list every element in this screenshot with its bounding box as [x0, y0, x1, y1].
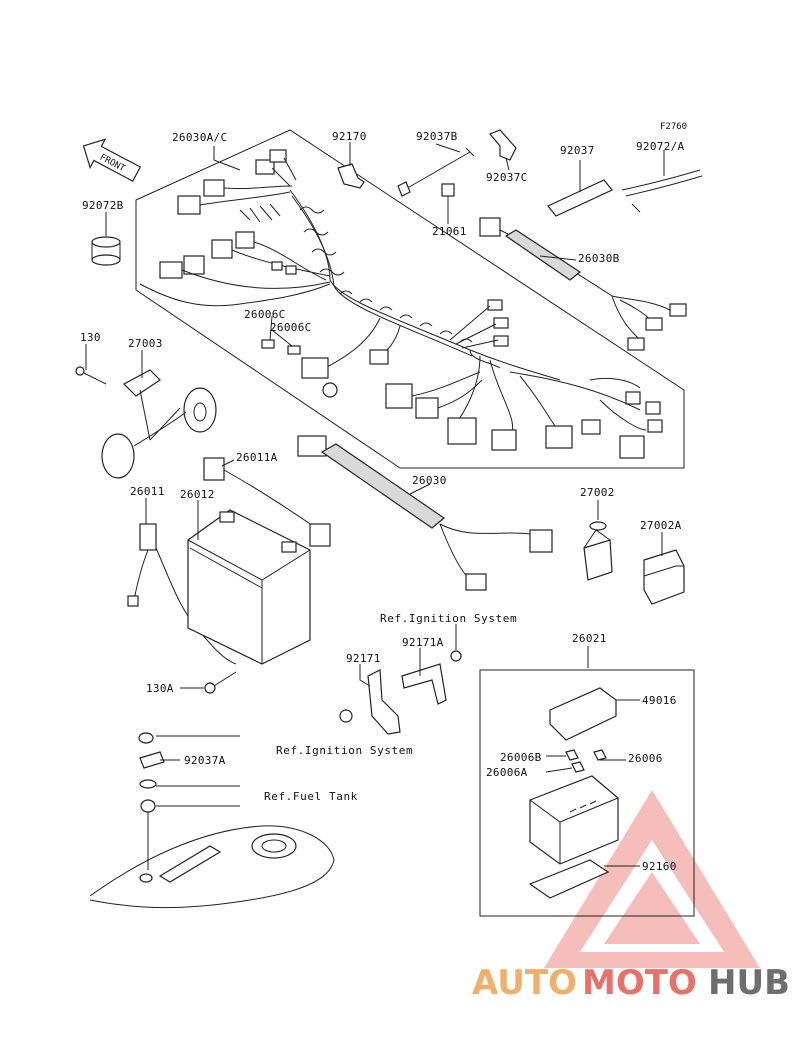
watermark-auto: AUTO [472, 963, 577, 1003]
relay-27002A [643, 549, 685, 605]
bolt-130 [75, 366, 107, 385]
label-26011: 26011 [130, 485, 165, 498]
label-26012: 26012 [180, 488, 215, 501]
watermark-moto: MOTO [582, 963, 697, 1003]
fuse-26006 [593, 749, 607, 761]
label-26006B: 26006B [500, 751, 542, 764]
label-49016: 49016 [642, 694, 677, 707]
fuse-box-group-26021 [479, 669, 695, 917]
sleeve-92072B [91, 236, 121, 266]
harness-26030B [479, 217, 687, 351]
label-130: 130 [80, 331, 101, 344]
figure-id: F2760 [660, 122, 687, 132]
label-92171A: 92171A [402, 636, 444, 649]
fuse-26006B [565, 749, 579, 761]
label-27002: 27002 [580, 486, 615, 499]
ref-fuel-tank: Ref.Fuel Tank [264, 790, 358, 803]
bolt-130A [204, 671, 237, 694]
bracket-92170 [337, 163, 365, 189]
label-92037A: 92037A [184, 754, 226, 767]
bolt-92037B [397, 147, 475, 197]
label-26006C-1: 26006C [244, 308, 286, 321]
label-27002A: 27002A [640, 519, 682, 532]
strap-92037 [547, 179, 613, 217]
label-26006A: 26006A [486, 766, 528, 779]
fuse-box [529, 775, 619, 865]
label-92170: 92170 [332, 130, 367, 143]
label-92072A: 92072/A [636, 140, 685, 153]
clamp-92037C [489, 129, 517, 161]
label-26006C-2: 26006C [270, 321, 312, 334]
fuse-26006C-b [287, 345, 301, 355]
fuse-box-cover-49016 [549, 687, 617, 741]
label-92072B: 92072B [82, 199, 124, 212]
ref-ignition-system-bottom: Ref.Ignition System [276, 744, 413, 757]
clip-21061 [441, 183, 455, 197]
fuse-26006A [571, 761, 585, 773]
label-92160: 92160 [642, 860, 677, 873]
label-21061: 21061 [432, 225, 467, 238]
fuel-tank-hardware [138, 732, 165, 870]
horn-27003 [101, 369, 217, 479]
watermark-triangle [544, 790, 760, 968]
battery-26012 [187, 509, 311, 665]
main-harness-26030AC [139, 149, 663, 459]
label-26030B: 26030B [578, 252, 620, 265]
label-26021: 26021 [572, 632, 607, 645]
label-130A: 130A [146, 682, 174, 695]
watermark-logo: AUTO MOTO HUB [472, 963, 790, 1003]
label-27003: 27003 [128, 337, 163, 350]
plate-92160 [528, 859, 610, 899]
relay-27002 [583, 521, 613, 581]
label-92037C: 92037C [486, 171, 528, 184]
harness-26030 [297, 435, 553, 591]
cable-26011A [203, 457, 331, 547]
bracket-92171 [339, 669, 401, 735]
label-26030AC: 26030A/C [172, 131, 227, 144]
fuse-26006C-a [261, 339, 275, 349]
label-26030: 26030 [412, 474, 447, 487]
ref-ignition-system-top: Ref.Ignition System [380, 612, 517, 625]
leader-lines [85, 142, 665, 867]
front-arrow-icon: FRONT [82, 138, 142, 182]
label-92037: 92037 [560, 144, 595, 157]
label-26011A: 26011A [236, 451, 278, 464]
watermark-hub: HUB [708, 963, 790, 1003]
fuel-tank-outline [89, 825, 335, 909]
label-92171: 92171 [346, 652, 381, 665]
label-26006: 26006 [628, 752, 663, 765]
tie-92072A [621, 169, 703, 213]
label-92037B: 92037B [416, 130, 458, 143]
